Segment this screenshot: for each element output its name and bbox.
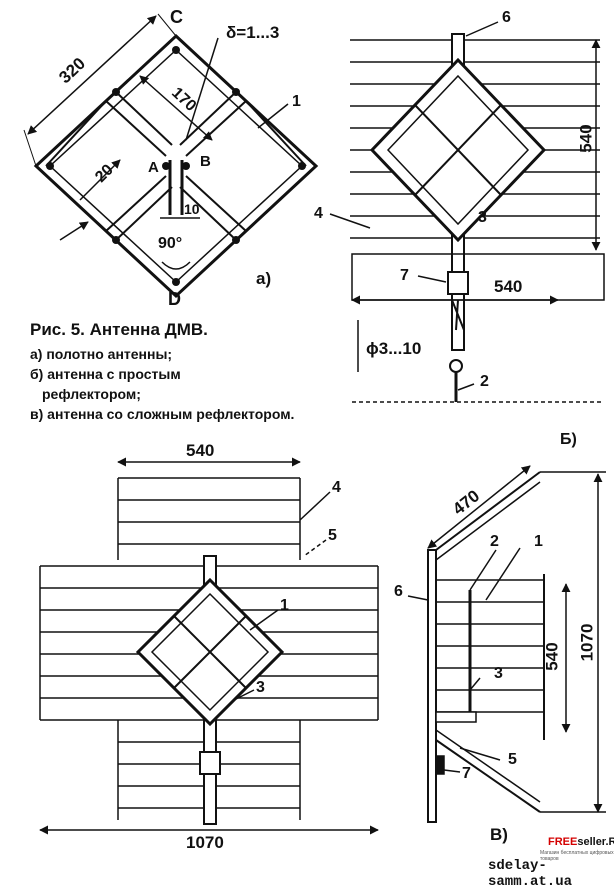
dimension-540-vertical-label: 540 [576, 124, 596, 153]
angle-90-label: 90° [158, 235, 183, 252]
callout-c-1-label: 1 [280, 597, 289, 614]
callout-7-label: 7 [400, 267, 409, 284]
dimension-540-side-label: 540 [542, 642, 562, 671]
panel-a-bolts [46, 46, 306, 286]
point-d-label: D [168, 289, 181, 309]
callout-c-3-label: 3 [256, 679, 265, 696]
figure-caption: Рис. 5. Антенна ДМВ. а) полотно антенны;… [30, 320, 294, 426]
callout-d-7-label: 7 [462, 765, 471, 782]
caption-line-3: рефлектором; [42, 386, 141, 402]
panel-a-label: а) [256, 269, 272, 288]
callout-1-label: 1 [292, 93, 301, 110]
caption-line-2: б) антенна с простым [30, 366, 181, 382]
panel-b-simple-reflector [329, 21, 605, 403]
callout-2-label: 2 [480, 373, 489, 390]
callout-c-4-label: 4 [332, 479, 341, 496]
watermark-brand: FREEseller.RV [548, 836, 614, 848]
panel-c-label: В) [490, 825, 508, 844]
callout-d-3-label: 3 [494, 665, 503, 682]
diameter-label: ϕ3...10 [366, 339, 422, 358]
callout-6-label: 6 [502, 9, 511, 26]
caption-title: Рис. 5. Антенна ДМВ. [30, 320, 208, 339]
callout-c-5-label: 5 [328, 527, 337, 544]
callout-d-2-label: 2 [490, 533, 499, 550]
watermark-site: sdelay-samm.at.ua [488, 858, 573, 890]
panel-d-side-view [407, 465, 606, 823]
callout-d-1-label: 1 [534, 533, 543, 550]
callout-3-label: 3 [478, 209, 487, 226]
dimension-10-label: 10 [184, 201, 200, 217]
point-a-label: A [148, 159, 159, 176]
panel-a-antenna-element [23, 13, 319, 299]
dimension-540-top-label: 540 [186, 441, 215, 460]
dimension-1070-bottom-label: 1070 [186, 833, 224, 852]
watermark-brand-free: FREE [548, 836, 578, 848]
callout-d-5-label: 5 [508, 751, 517, 768]
callout-4-label: 4 [314, 205, 323, 222]
watermark-brand-rest: seller.RV [577, 836, 614, 848]
caption-line-1: а) полотно антенны; [30, 346, 173, 362]
panel-b-label: Б) [560, 431, 577, 448]
callout-d-6-label: 6 [394, 583, 403, 600]
panel-c-complex-reflector [39, 457, 379, 835]
dimension-540-horizontal-label: 540 [494, 277, 523, 296]
dimension-1070-side-label: 1070 [577, 623, 597, 662]
watermark-tagline: Магазин бесплатных цифровых товаров [540, 850, 614, 862]
delta-label: δ=1...3 [226, 23, 280, 42]
point-c-label: C [170, 7, 183, 27]
point-b-label: B [200, 153, 211, 170]
caption-line-4: в) антенна со сложным рефлектором. [30, 406, 295, 422]
